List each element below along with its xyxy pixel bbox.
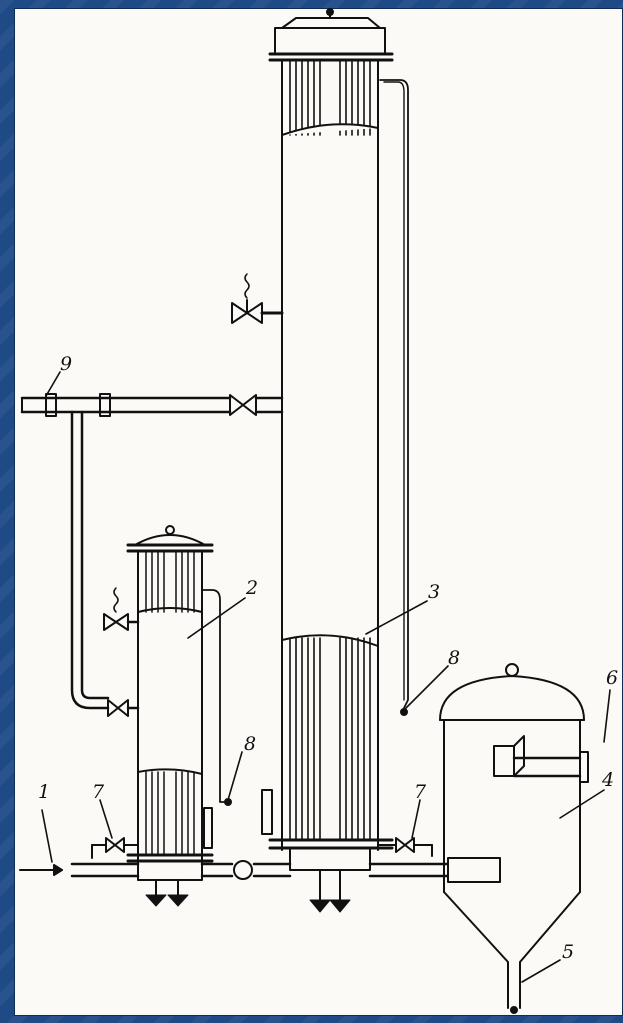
outlet-pipe [368,837,501,883]
label-valve-left: 7 [92,781,105,803]
label-vapor-outlet: 6 [606,667,618,689]
label-feed-inlet: 1 [38,781,50,803]
label-valve-right: 7 [414,781,427,803]
label-separator: 4 [601,769,614,791]
label-condensate-left: 8 [244,733,256,755]
label-vapor-pipe: 9 [60,353,72,375]
tall-evaporator-column [231,8,409,913]
label-product-outlet: 5 [562,941,574,963]
label-condensate-right: 8 [448,647,460,669]
leader-lines [41,371,611,983]
label-main-evaporator: 3 [428,581,440,603]
small-evaporator [103,525,232,907]
label-small-evaporator: 2 [245,577,258,599]
vapor-pipe-9 [20,393,284,710]
transfer-pipe [200,860,292,880]
feed-line [19,837,140,878]
separator-vessel [439,663,589,1014]
